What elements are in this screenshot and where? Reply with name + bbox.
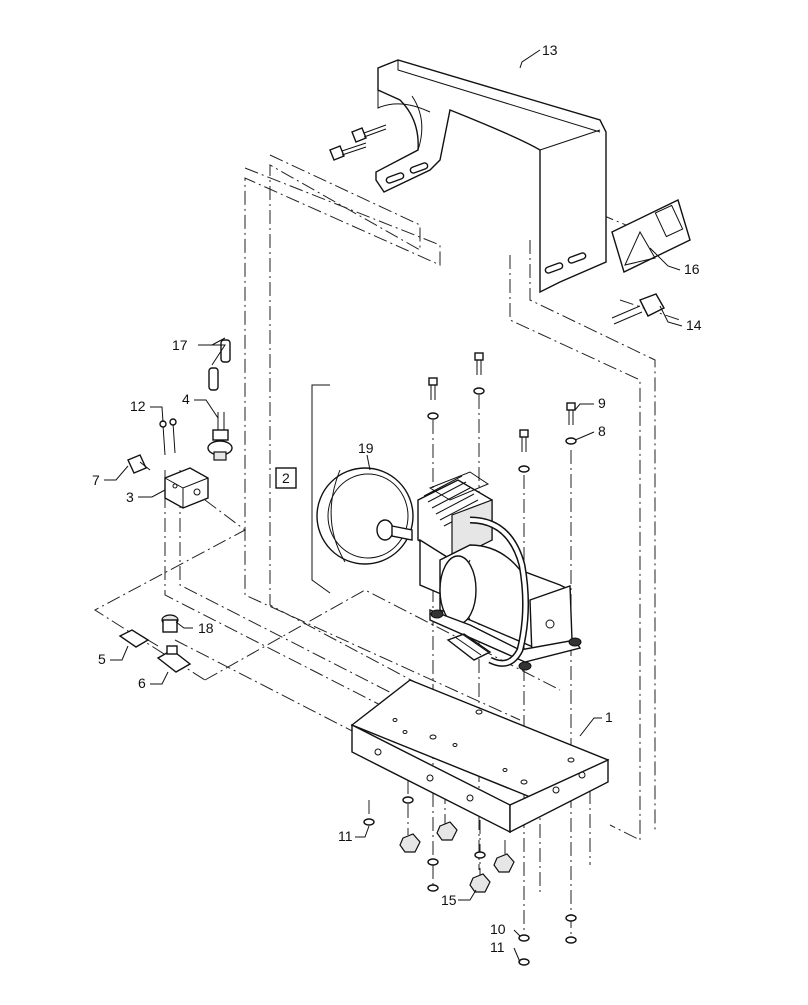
cover-bolt <box>329 124 387 161</box>
callout-7: 7 <box>92 472 100 488</box>
callout-17: 17 <box>172 337 188 353</box>
callout-15: 15 <box>441 892 457 908</box>
manifold-block <box>164 467 209 509</box>
washers-nuts <box>363 796 577 966</box>
callout-4: 4 <box>182 391 190 407</box>
callout-11-upper: 11 <box>338 828 353 844</box>
nuts-15 <box>399 821 515 893</box>
mount-bolts <box>427 352 577 473</box>
cover-shroud <box>375 59 607 294</box>
bolt <box>427 377 439 420</box>
callout-12: 12 <box>130 398 146 414</box>
base-plate <box>350 679 610 834</box>
air-filter <box>316 467 414 565</box>
callout-labels: 13 16 14 17 4 12 7 3 2 19 9 8 1 18 5 6 1… <box>92 42 702 955</box>
kit-bracket <box>275 384 331 594</box>
bolt-14 <box>611 293 665 325</box>
tee-6 <box>156 645 192 673</box>
callout-9: 9 <box>598 395 606 411</box>
callout-5: 5 <box>98 651 106 667</box>
leader-lines <box>104 49 683 963</box>
callout-2: 2 <box>282 470 290 486</box>
mount-holes <box>374 709 586 802</box>
cooling-fins <box>423 471 490 527</box>
callout-6: 6 <box>138 675 146 691</box>
compressor <box>417 471 582 671</box>
callout-1: 1 <box>605 709 613 725</box>
pressure-switch <box>207 412 233 461</box>
callout-8: 8 <box>598 423 606 439</box>
bolt <box>518 429 530 473</box>
callout-19: 19 <box>358 440 374 456</box>
callout-14: 14 <box>686 317 702 333</box>
bolt <box>565 402 577 445</box>
callout-13: 13 <box>542 42 558 58</box>
callout-11-lower: 11 <box>490 939 505 955</box>
bolt <box>473 352 485 395</box>
plug-18 <box>161 614 179 633</box>
callout-16: 16 <box>684 261 700 277</box>
fitting-7 <box>127 454 151 474</box>
callout-10: 10 <box>490 921 506 937</box>
screws-12 <box>159 418 177 456</box>
fitting-5 <box>118 629 159 648</box>
callout-3: 3 <box>126 489 134 505</box>
assembly-lines <box>94 154 681 940</box>
callout-2-box <box>275 467 297 489</box>
callout-18: 18 <box>198 620 214 636</box>
warning-decal <box>611 199 691 273</box>
